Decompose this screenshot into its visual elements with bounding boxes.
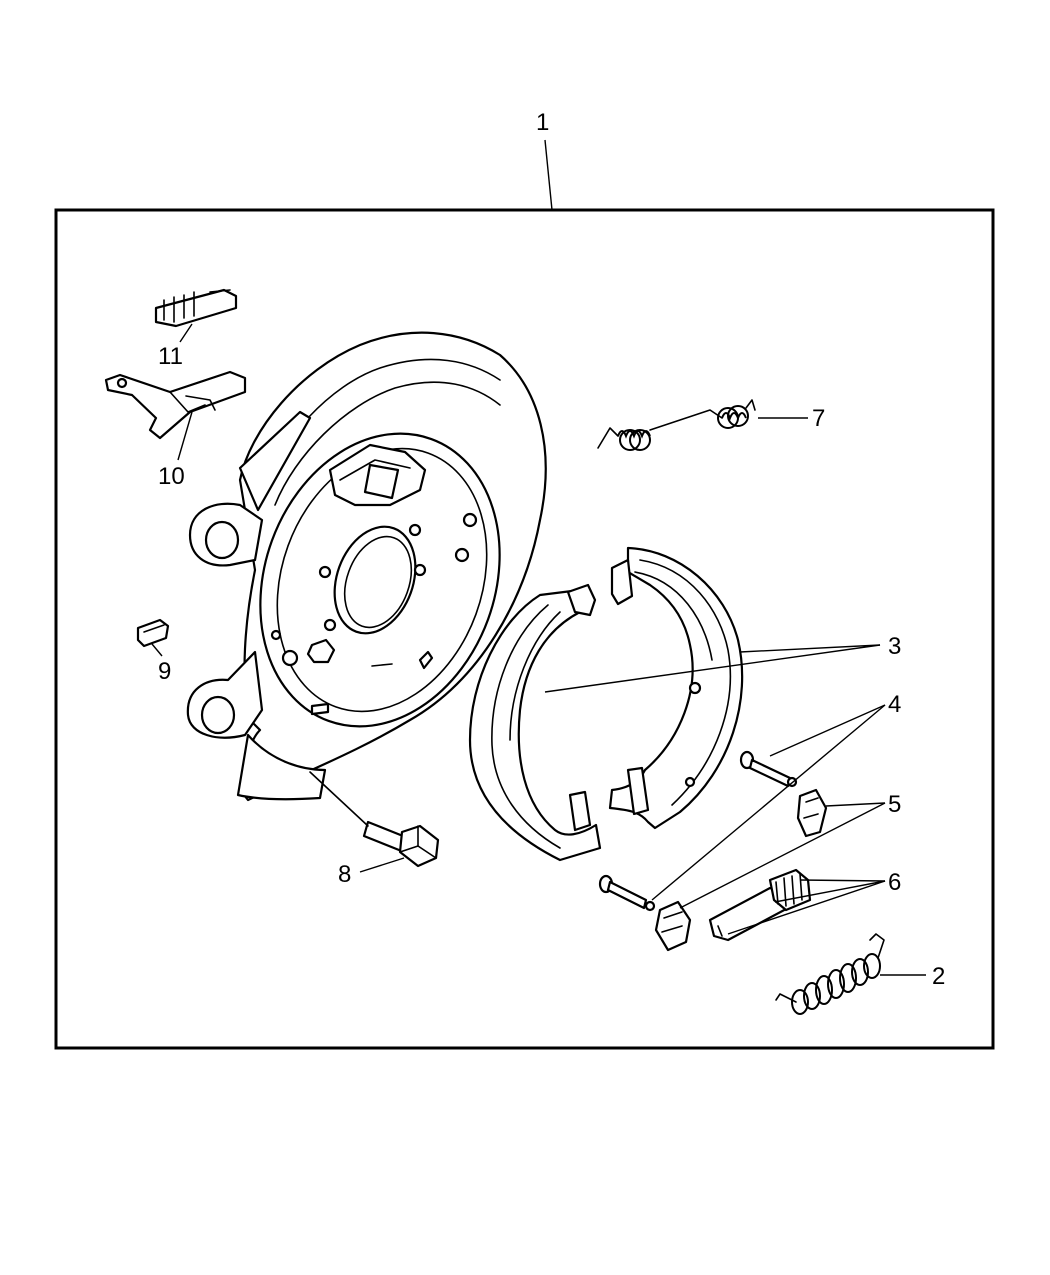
clip-9 xyxy=(136,618,170,648)
retainer-5-upper xyxy=(796,788,828,838)
adjuster-6 xyxy=(708,868,812,942)
leader-8 xyxy=(359,857,405,873)
leader-9 xyxy=(151,643,163,657)
callout-11: 11 xyxy=(158,343,183,370)
callout-3: 3 xyxy=(888,633,901,660)
kit-border xyxy=(54,208,995,1050)
leader-11 xyxy=(179,323,193,343)
bolt-8 xyxy=(309,771,440,868)
leader-3a xyxy=(739,644,881,653)
clip-11 xyxy=(154,288,238,328)
spring-7 xyxy=(597,399,756,451)
callout-2: 2 xyxy=(932,963,945,990)
leader-3b xyxy=(544,644,881,693)
leader-10 xyxy=(177,411,193,461)
callout-6: 6 xyxy=(888,869,901,896)
callout-5: 5 xyxy=(888,791,901,818)
callout-8: 8 xyxy=(338,861,351,888)
callout-9: 9 xyxy=(158,658,171,685)
retainer-5-lower xyxy=(654,900,692,952)
callout-7: 7 xyxy=(812,405,825,432)
callout-1: 1 xyxy=(536,109,549,136)
leader-1 xyxy=(544,139,553,211)
callout-4: 4 xyxy=(888,691,901,718)
brake-shoe-front xyxy=(468,583,602,862)
leader-4b xyxy=(651,704,886,901)
pin-4-lower xyxy=(598,874,656,912)
leader-5b xyxy=(679,802,886,909)
lever-10 xyxy=(104,370,247,440)
leader-6a xyxy=(799,879,886,882)
leader-6b xyxy=(774,880,886,903)
leader-6c xyxy=(727,880,886,935)
leader-4a xyxy=(769,704,886,757)
leader-5a xyxy=(825,802,886,807)
brake-shoe-rear xyxy=(608,546,744,830)
pin-4-upper xyxy=(739,750,798,788)
spring-2 xyxy=(775,933,885,1015)
callout-10: 10 xyxy=(158,463,185,490)
backing-plate xyxy=(186,331,547,802)
